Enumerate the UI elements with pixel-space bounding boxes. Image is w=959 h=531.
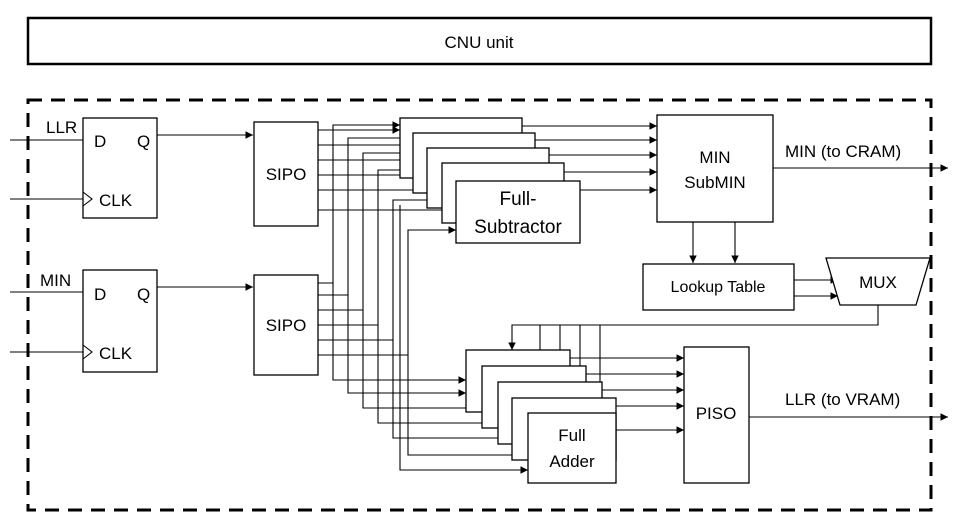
- sipo-top: SIPO: [253, 121, 319, 227]
- ff2-q-label: Q: [137, 285, 150, 304]
- min-submin-block: MIN SubMIN: [656, 114, 774, 223]
- ff1-clock-icon: [82, 191, 93, 207]
- adder-label-1: Full: [558, 426, 585, 445]
- ff2-clk-label: CLK: [99, 344, 133, 363]
- title-box: [26, 16, 933, 66]
- min-output-label: MIN (to CRAM): [785, 142, 901, 161]
- subtractor-label-2: Subtractor: [474, 217, 562, 238]
- flipflop-min: D Q CLK MIN: [10, 269, 253, 373]
- ff1-d-label: D: [94, 132, 106, 151]
- ff2-input-label: MIN: [40, 271, 71, 290]
- piso-label: PISO: [696, 404, 737, 423]
- ff2-clock-icon: [82, 344, 93, 360]
- adder-label-2: Adder: [549, 452, 595, 471]
- mux-block: MUX: [825, 257, 931, 306]
- sipo-fanout-wires: [318, 121, 528, 474]
- subtractor-label-1: Full-: [500, 189, 537, 210]
- minsub-label-1: MIN: [699, 148, 730, 167]
- sipo-bottom: SIPO: [253, 274, 319, 376]
- minsub-label-2: SubMIN: [684, 173, 745, 192]
- subtractor-stack: Full- Subtractor: [399, 117, 581, 244]
- sipo-bottom-label: SIPO: [266, 316, 307, 335]
- sipo-top-label: SIPO: [266, 165, 307, 184]
- ff1-clk-label: CLK: [99, 191, 133, 210]
- diagram-title: CNU unit: [445, 33, 514, 52]
- adder-out-wires: [570, 354, 684, 434]
- ff1-input-label: LLR: [46, 118, 77, 137]
- piso-block: PISO: [683, 346, 750, 484]
- ff1-q-label: Q: [137, 132, 150, 151]
- lookup-table-block: Lookup Table: [642, 263, 795, 311]
- flipflop-llr: D Q CLK LLR: [10, 117, 253, 219]
- lookup-label: Lookup Table: [671, 279, 766, 296]
- adder-stack: Full Adder: [465, 349, 617, 484]
- subtractor-out-wires: [522, 122, 657, 194]
- ff2-d-label: D: [94, 285, 106, 304]
- llr-output-label: LLR (to VRAM): [785, 390, 900, 409]
- cnu-boundary: [26, 98, 933, 512]
- mux-label: MUX: [859, 273, 897, 292]
